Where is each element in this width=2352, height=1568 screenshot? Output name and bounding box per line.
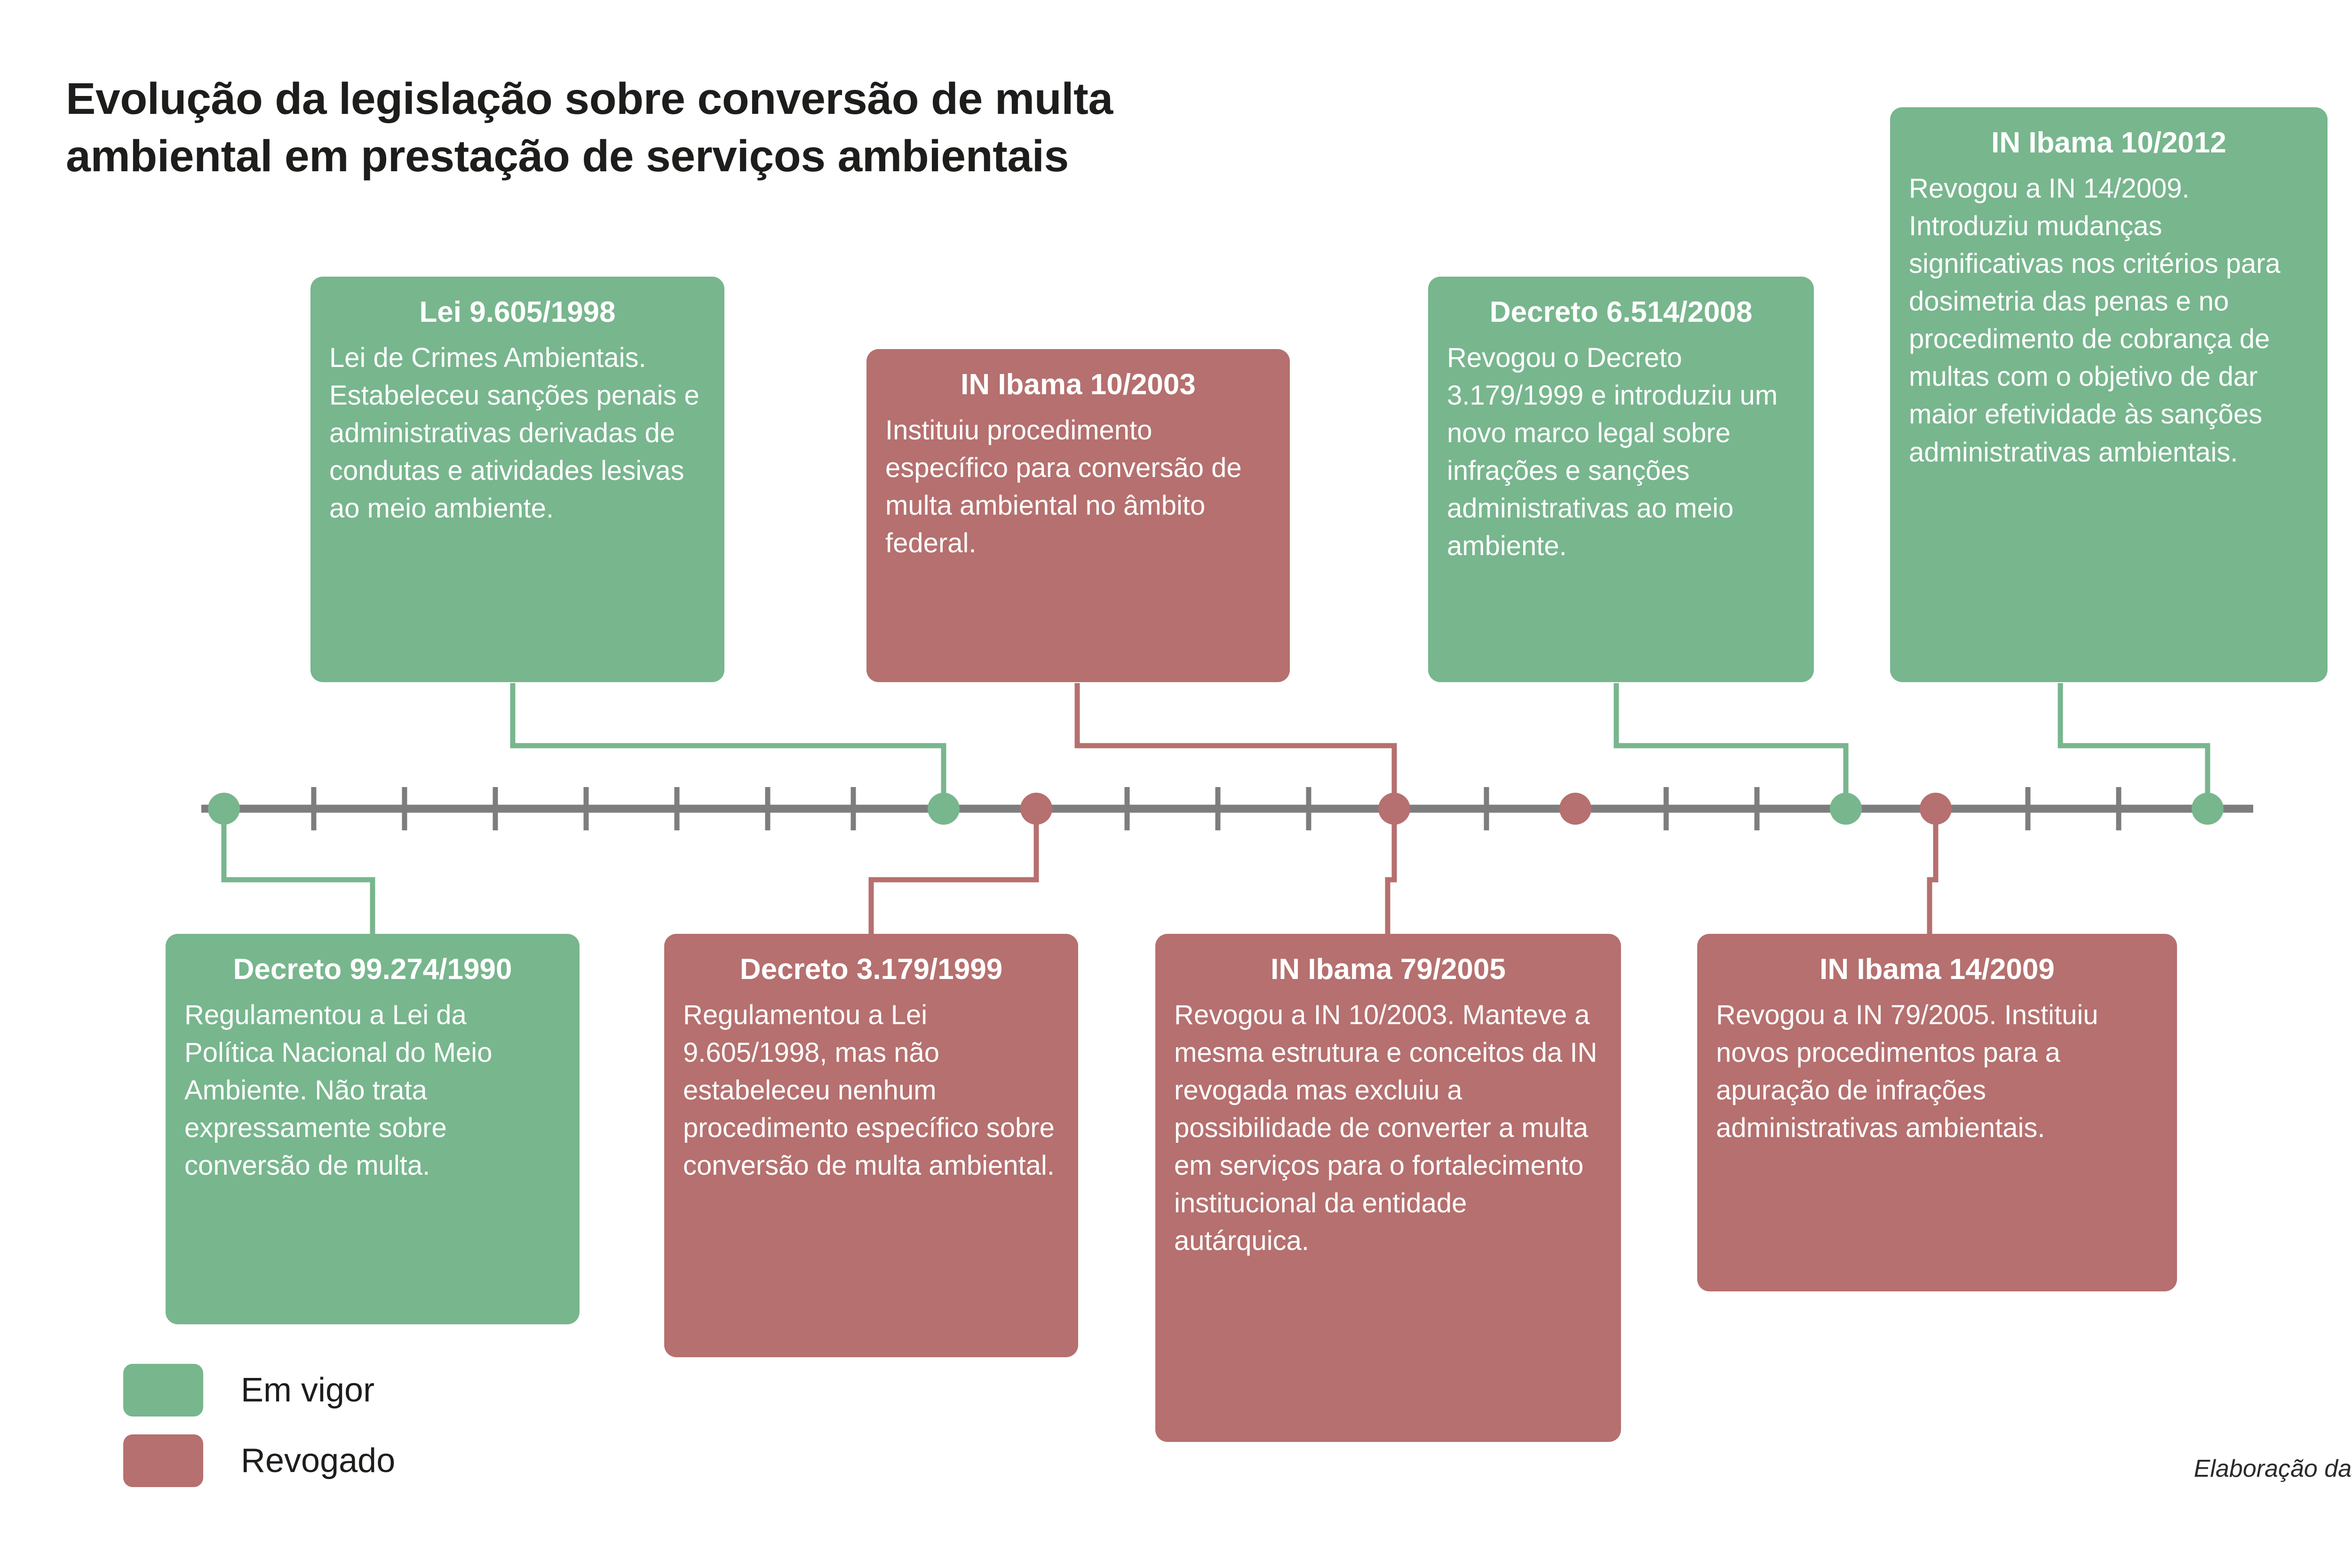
event-card-decreto-3179-1999[interactable]: Decreto 3.179/1999 Regulamentou a Lei 9.…	[664, 934, 1078, 1357]
event-card-lei-9605-1998[interactable]: Lei 9.605/1998 Lei de Crimes Ambientais.…	[310, 277, 724, 682]
event-card-title: Decreto 3.179/1999	[739, 953, 1003, 986]
event-card-text: Regulamentou a Lei da Política Nacional …	[184, 1000, 493, 1181]
event-card-title: Lei 9.605/1998	[419, 296, 616, 328]
timeline-dot-decreto-99274-1990	[208, 793, 240, 825]
event-card-title: IN Ibama 14/2009	[1820, 953, 2055, 986]
event-card-title: Decreto 6.514/2008	[1489, 296, 1753, 328]
timeline-dot-in-ibama-10-2003	[1378, 793, 1410, 825]
connector-decreto-3179-1999	[868, 809, 1039, 934]
event-card-text: Revogou a IN 14/2009. Introduziu mudança…	[1909, 173, 2280, 468]
legend-swatch-red	[123, 1434, 203, 1487]
timeline-dot-group	[208, 793, 2224, 825]
timeline-tick-group	[311, 787, 2122, 830]
event-card-in-ibama-10-2003[interactable]: IN Ibama 10/2003 Instituiu procedimento …	[866, 349, 1290, 682]
connector-decreto-99274-1990	[221, 809, 375, 934]
connector-group-below	[221, 809, 1939, 934]
event-card-text: Revogou a IN 10/2003. Manteve a mesma es…	[1174, 1000, 1597, 1257]
event-card-title: IN Ibama 10/2012	[1991, 127, 2226, 159]
legend-label: Revogado	[241, 1442, 396, 1480]
event-card-decreto-6514-2008[interactable]: Decreto 6.514/2008 Revogou o Decreto 3.1…	[1428, 277, 1814, 682]
timeline-dot-decreto-3179-1999	[1020, 793, 1052, 825]
timeline-dot-decreto-6514-2008	[1830, 793, 1862, 825]
connector-group-above	[510, 683, 2210, 809]
event-card-text: Lei de Crimes Ambientais. Estabeleceu sa…	[329, 342, 699, 524]
event-card-text: Instituiu procedimento específico para c…	[885, 415, 1242, 559]
event-card-in-ibama-10-2012[interactable]: IN Ibama 10/2012 Revogou a IN 14/2009. I…	[1890, 107, 2328, 682]
page-title-line-2: ambiental em prestação de serviços ambie…	[66, 131, 1069, 181]
legend: Em vigor Revogado	[123, 1355, 395, 1496]
event-card-title: Decreto 99.274/1990	[233, 953, 512, 986]
timeline-dot-in-ibama-79-2005	[1559, 793, 1591, 825]
event-card-decreto-99274-1990[interactable]: Decreto 99.274/1990 Regulamentou a Lei d…	[166, 934, 580, 1324]
source-credit: Elaboração das autoras	[2193, 1455, 2352, 1482]
event-card-title: IN Ibama 79/2005	[1271, 953, 1506, 986]
connector-lei-9605-1998	[510, 683, 946, 809]
connector-in-ibama-79-2005	[1385, 809, 1397, 934]
legend-item-em-vigor[interactable]: Em vigor	[123, 1355, 395, 1425]
connector-decreto-6514-2008	[1613, 683, 1849, 809]
page-title-line-1: Evolução da legislação sobre conversão d…	[66, 74, 1113, 124]
timeline-dot-lei-9605-1998	[928, 793, 960, 825]
event-card-text: Regulamentou a Lei 9.605/1998, mas não e…	[683, 1000, 1055, 1181]
connector-in-ibama-14-2009	[1927, 809, 1939, 934]
event-card-text: Revogou o Decreto 3.179/1999 e introduzi…	[1447, 342, 1778, 562]
page-title: Evolução da legislação sobre conversão d…	[66, 71, 1195, 185]
legend-label: Em vigor	[241, 1371, 375, 1409]
event-card-text: Revogou a IN 79/2005. Instituiu novos pr…	[1716, 1000, 2098, 1144]
legend-swatch-green	[123, 1364, 203, 1417]
timeline-dot-in-ibama-14-2009	[1920, 793, 1952, 825]
event-card-in-ibama-14-2009[interactable]: IN Ibama 14/2009 Revogou a IN 79/2005. I…	[1697, 934, 2177, 1291]
connector-in-ibama-10-2012	[2058, 683, 2210, 809]
timeline-dot-in-ibama-10-2012	[2192, 793, 2224, 825]
event-card-title: IN Ibama 10/2003	[961, 368, 1196, 401]
legend-item-revogado[interactable]: Revogado	[123, 1425, 395, 1496]
event-card-in-ibama-79-2005[interactable]: IN Ibama 79/2005 Revogou a IN 10/2003. M…	[1155, 934, 1621, 1442]
connector-in-ibama-10-2003	[1074, 683, 1397, 809]
